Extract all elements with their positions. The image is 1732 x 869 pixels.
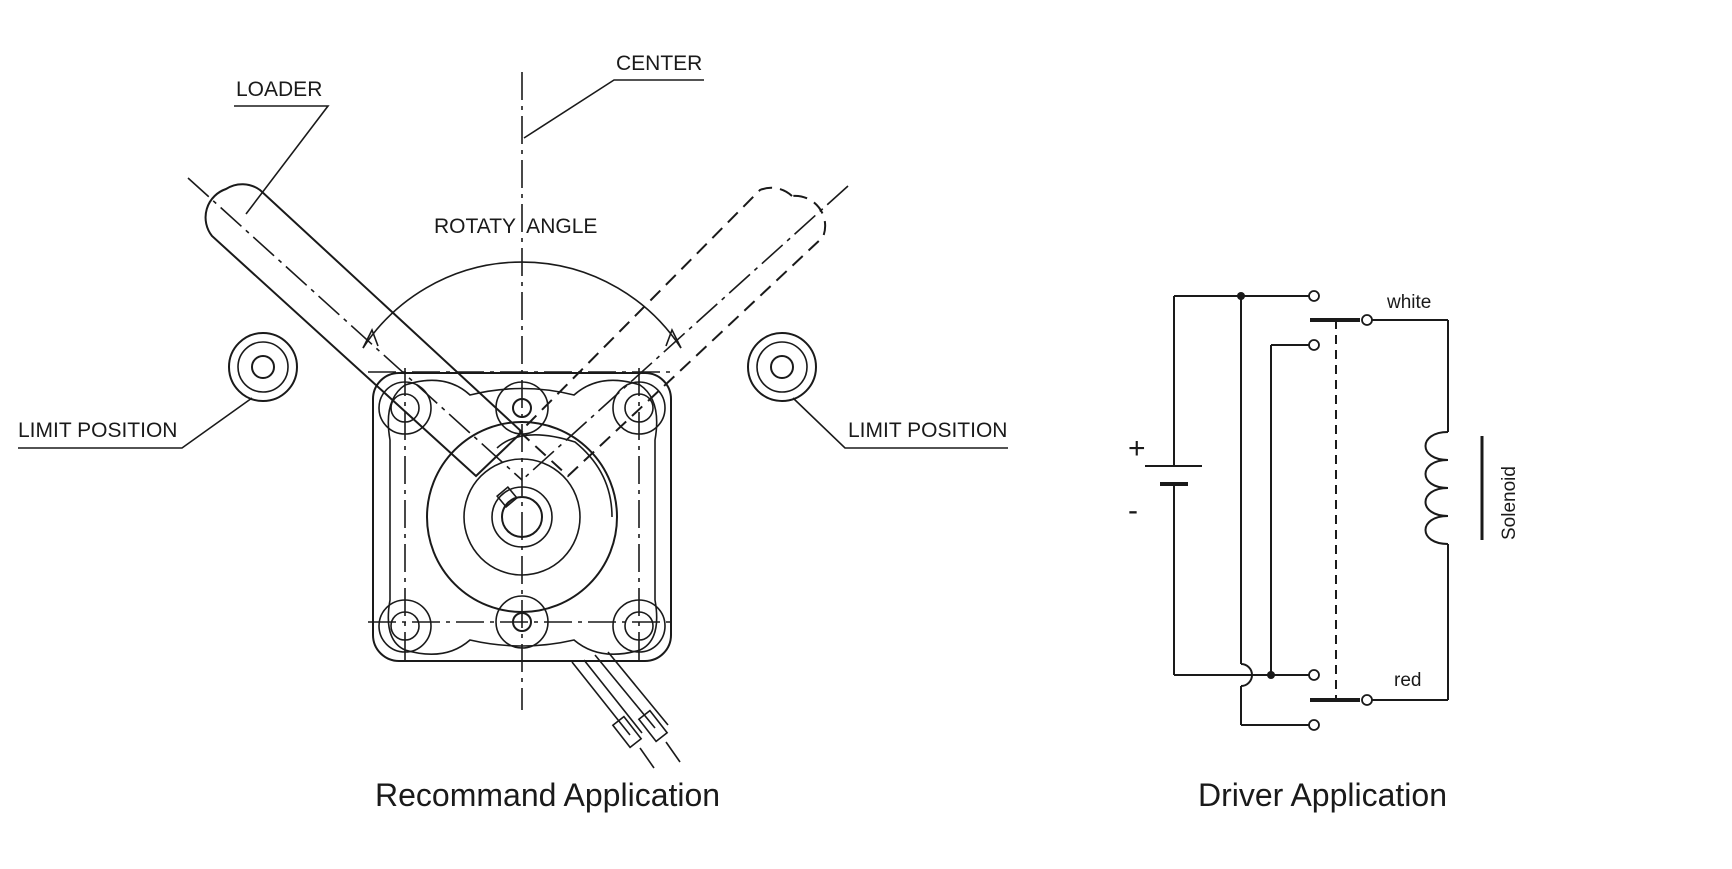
shaft <box>501 496 543 538</box>
limit-stop-left <box>228 332 298 402</box>
center-leader <box>523 79 704 139</box>
limit-position-right-label: LIMIT POSITION <box>848 419 1007 442</box>
battery-plus-label: + <box>1128 432 1146 465</box>
recommand-application-caption: Recommand Application <box>375 777 720 813</box>
limit-stop-right <box>747 332 817 402</box>
outer-ring <box>426 421 618 613</box>
limit-left-leader <box>18 397 253 449</box>
dpdt-switch <box>1310 314 1373 706</box>
loader-arm-alt-position <box>518 186 827 478</box>
solenoid-label: Solenoid <box>1499 466 1520 540</box>
terminal <box>1308 290 1320 302</box>
battery-symbol <box>1145 296 1202 675</box>
rotary-solenoid-drawing: LOADER CENTER ROTATY ANGLE LIMIT POSITIO… <box>18 52 1008 813</box>
limit-position-left-label: LIMIT POSITION <box>18 419 177 442</box>
center-label: CENTER <box>616 52 702 75</box>
loader-label: LOADER <box>236 78 322 101</box>
loader-arm <box>204 183 524 478</box>
lead-wires <box>571 651 681 769</box>
solenoid-coil <box>1424 431 1484 545</box>
rotary-angle-label: ROTATY ANGLE <box>434 215 597 238</box>
battery-minus-label: - <box>1128 494 1138 527</box>
driver-circuit: + - <box>1128 290 1520 813</box>
red-wire-label: red <box>1394 670 1421 691</box>
loader-leader <box>234 105 330 215</box>
motor-body <box>372 372 672 662</box>
limit-right-leader <box>792 397 1008 449</box>
driver-application-caption: Driver Application <box>1198 777 1447 813</box>
white-wire-label: white <box>1386 292 1431 313</box>
